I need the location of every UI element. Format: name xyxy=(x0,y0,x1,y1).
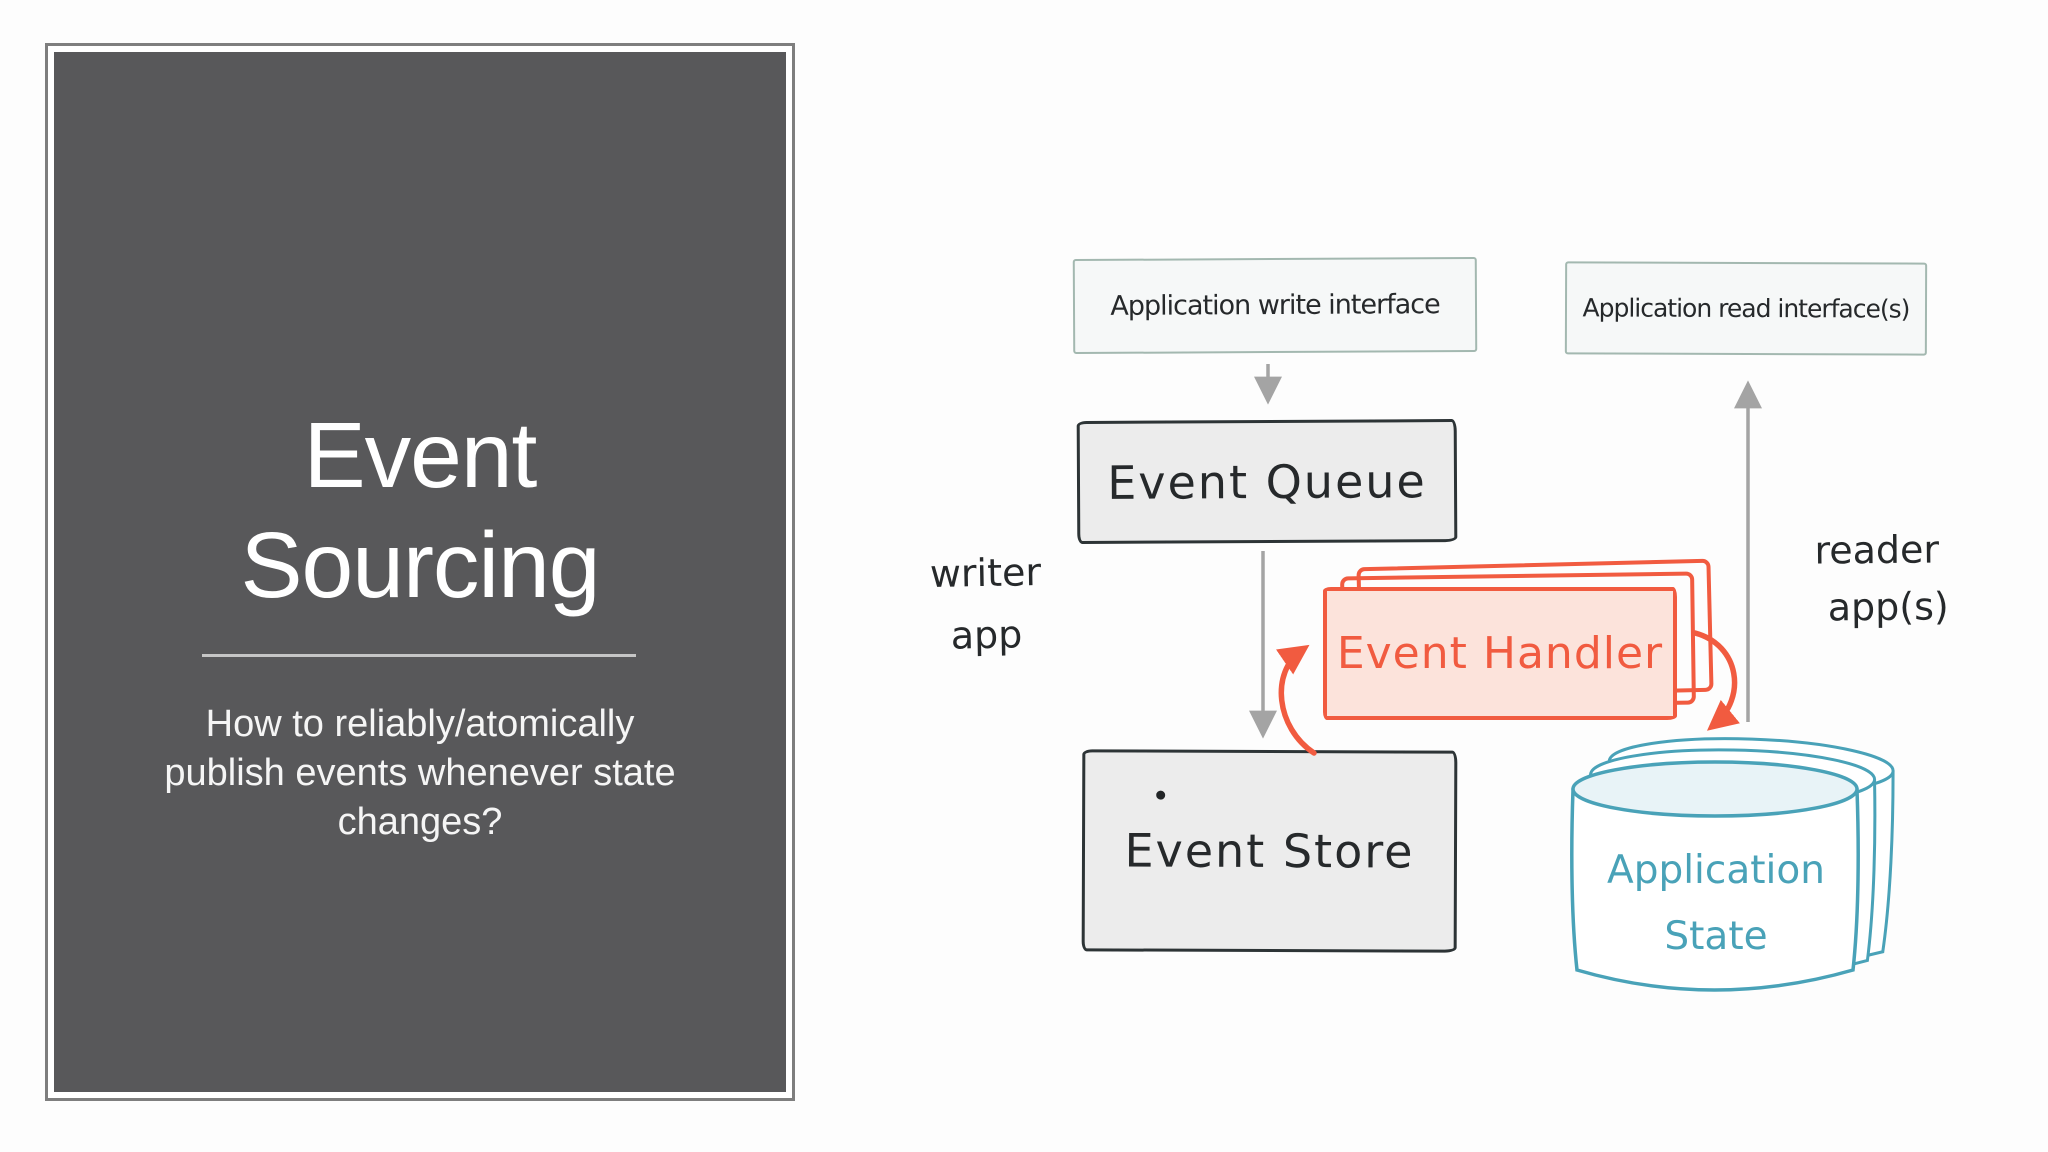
node-label: Event Queue xyxy=(1107,453,1427,510)
event-handler-box: Event Handler xyxy=(1323,587,1677,720)
state-label-line1: Application xyxy=(1607,848,1825,893)
reader-apps-label: reader app(s) xyxy=(1793,521,1962,636)
node-label: Application write interface xyxy=(1110,289,1440,322)
node-event-handler: Event Handler xyxy=(1323,558,1714,720)
node-event-queue: Event Queue xyxy=(1076,419,1458,544)
reader-label-line2: app(s) xyxy=(1827,584,1949,630)
node-label: Event Handler xyxy=(1336,628,1664,679)
slide-subtitle: How to reliably/atomically publish event… xyxy=(54,700,786,847)
title-panel: Event Sourcing How to reliably/atomicall… xyxy=(54,52,786,1092)
subtitle-line2: publish events whenever state xyxy=(164,752,676,794)
slide-title: Event Sourcing xyxy=(54,400,786,620)
node-label: Application read interface(s) xyxy=(1582,293,1910,324)
node-application-read-interface: Application read interface(s) xyxy=(1564,261,1928,356)
subtitle-line1: How to reliably/atomically xyxy=(205,703,635,745)
slide-title-line1: Event xyxy=(303,403,538,507)
slide-title-line2: Sourcing xyxy=(240,513,600,617)
state-label-line2: State xyxy=(1664,914,1768,959)
writer-app-label: writer app xyxy=(897,540,1075,667)
writer-label-line1: writer xyxy=(929,550,1042,596)
node-label: Event Store xyxy=(1124,823,1415,879)
writer-label-line2: app xyxy=(950,612,1023,658)
title-divider xyxy=(202,654,636,657)
title-panel-frame: Event Sourcing How to reliably/atomicall… xyxy=(45,43,795,1101)
node-event-store: Event Store xyxy=(1081,749,1458,953)
node-application-write-interface: Application write interface xyxy=(1072,256,1478,355)
node-application-state-label: Application State xyxy=(1578,838,1854,970)
reader-label-line1: reader xyxy=(1814,527,1940,573)
subtitle-line3: changes? xyxy=(337,801,503,843)
arrow-store-to-handler xyxy=(1275,644,1317,756)
ink-dot xyxy=(1156,790,1166,800)
